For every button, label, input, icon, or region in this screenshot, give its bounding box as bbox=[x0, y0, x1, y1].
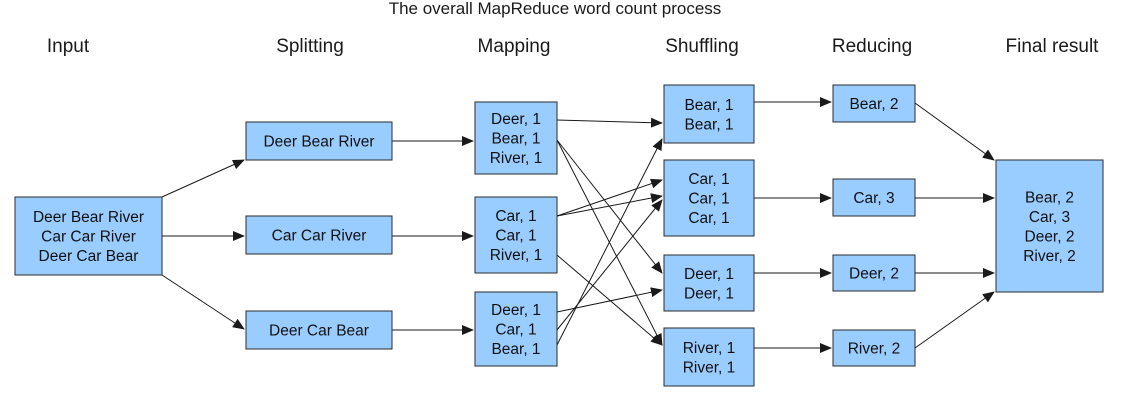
node-text: Bear, 1 bbox=[684, 97, 733, 114]
node-text: Car Car River bbox=[41, 229, 136, 246]
node-text: Deer Car Bear bbox=[269, 323, 369, 340]
diagram-title: The overall MapReduce word count process bbox=[389, 0, 722, 18]
node-text: Car, 1 bbox=[688, 210, 729, 227]
column-label-input: Input bbox=[47, 36, 90, 57]
node-box bbox=[995, 159, 1104, 293]
node-map3: Deer, 1 Car, 1 Bear, 1 bbox=[474, 291, 558, 367]
node-text: Car, 1 bbox=[688, 171, 729, 188]
node-text: River, 1 bbox=[490, 247, 543, 264]
node-text: Car, 3 bbox=[853, 190, 894, 207]
column-label-splitting: Splitting bbox=[276, 36, 344, 57]
node-text: Deer Bear River bbox=[33, 209, 144, 226]
node-text: Bear, 1 bbox=[684, 116, 733, 133]
node-text: Deer, 1 bbox=[491, 302, 541, 319]
node-text: River, 2 bbox=[848, 341, 901, 358]
node-map1: Deer, 1 Bear, 1 River, 1 bbox=[474, 101, 558, 175]
node-text: Car, 3 bbox=[1029, 209, 1070, 226]
node-text: Bear, 2 bbox=[1025, 189, 1074, 206]
node-box bbox=[832, 329, 916, 367]
node-text: River, 1 bbox=[683, 340, 736, 357]
node-text: Deer, 1 bbox=[684, 266, 734, 283]
node-shuf-bear: Bear, 1 Bear, 1 bbox=[663, 84, 755, 144]
node-text: Car, 1 bbox=[495, 208, 536, 225]
node-text: Deer Car Bear bbox=[39, 248, 139, 265]
node-text: Deer, 1 bbox=[491, 111, 541, 128]
arrow-red_river-to-final bbox=[914, 291, 995, 349]
column-label-final-result: Final result bbox=[1006, 36, 1100, 57]
node-box bbox=[474, 101, 558, 175]
node-text: Car, 1 bbox=[688, 191, 729, 208]
arrow-map3-to-shuf_bear bbox=[556, 138, 663, 346]
node-shuf-car: Car, 1 Car, 1 Car, 1 bbox=[663, 159, 755, 237]
node-box bbox=[245, 215, 393, 255]
arrow-map2-to-shuf_car bbox=[556, 193, 663, 217]
node-text: River, 2 bbox=[1023, 248, 1076, 265]
arrow-map3-to-shuf_car bbox=[556, 199, 663, 331]
node-red-bear: Bear, 2 bbox=[832, 84, 916, 123]
node-box bbox=[663, 159, 755, 237]
node-text: Car, 1 bbox=[495, 228, 536, 245]
node-shuf-river: River, 1 River, 1 bbox=[663, 327, 755, 387]
node-split3: Deer Car Bear bbox=[245, 310, 393, 350]
node-box bbox=[832, 254, 916, 292]
node-shuf-deer: Deer, 1 Deer, 1 bbox=[663, 254, 755, 312]
edges bbox=[161, 97, 995, 353]
arrow-red_bear-to-final bbox=[914, 102, 995, 161]
node-box bbox=[14, 196, 163, 276]
node-split1: Deer Bear River bbox=[245, 121, 393, 161]
arrow-input-to-split3 bbox=[161, 274, 245, 330]
node-text: Bear, 1 bbox=[491, 131, 540, 148]
node-box bbox=[245, 310, 393, 350]
arrow-map3-to-shuf_deer bbox=[556, 287, 663, 313]
node-text: River, 1 bbox=[683, 359, 736, 376]
node-box bbox=[474, 196, 558, 274]
node-text: Deer Bear River bbox=[263, 134, 374, 151]
node-box bbox=[245, 121, 393, 161]
node-text: Bear, 1 bbox=[491, 341, 540, 358]
node-split2: Car Car River bbox=[245, 215, 393, 255]
node-box bbox=[663, 84, 755, 144]
column-labels: Input Splitting Mapping Shuffling Reduci… bbox=[47, 36, 1099, 57]
node-box bbox=[832, 84, 916, 123]
node-box bbox=[832, 178, 916, 217]
arrow-map2-to-shuf_car bbox=[556, 178, 663, 217]
node-text: Deer, 1 bbox=[684, 285, 734, 302]
node-final: Bear, 2 Car, 3 Deer, 2 River, 2 bbox=[995, 159, 1104, 293]
column-label-reducing: Reducing bbox=[832, 36, 912, 57]
node-text: River, 1 bbox=[490, 150, 543, 167]
node-red-car: Car, 3 bbox=[832, 178, 916, 217]
node-text: Car Car River bbox=[272, 228, 367, 245]
node-red-deer: Deer, 2 bbox=[832, 254, 916, 292]
node-text: Car, 1 bbox=[495, 322, 536, 339]
node-text: Deer, 2 bbox=[849, 266, 899, 283]
arrow-input-to-split1 bbox=[161, 159, 245, 198]
arrow-map1-to-shuf_bear bbox=[556, 117, 663, 128]
node-box bbox=[663, 254, 755, 312]
node-red-river: River, 2 bbox=[832, 329, 916, 367]
node-box bbox=[474, 291, 558, 367]
arrow-map2-to-shuf_river bbox=[556, 254, 663, 346]
node-map2: Car, 1 Car, 1 River, 1 bbox=[474, 196, 558, 274]
column-label-mapping: Mapping bbox=[478, 36, 551, 57]
node-text: Bear, 2 bbox=[849, 96, 898, 113]
column-label-shuffling: Shuffling bbox=[665, 36, 739, 57]
node-box bbox=[663, 327, 755, 387]
node-text: Deer, 2 bbox=[1025, 228, 1075, 245]
